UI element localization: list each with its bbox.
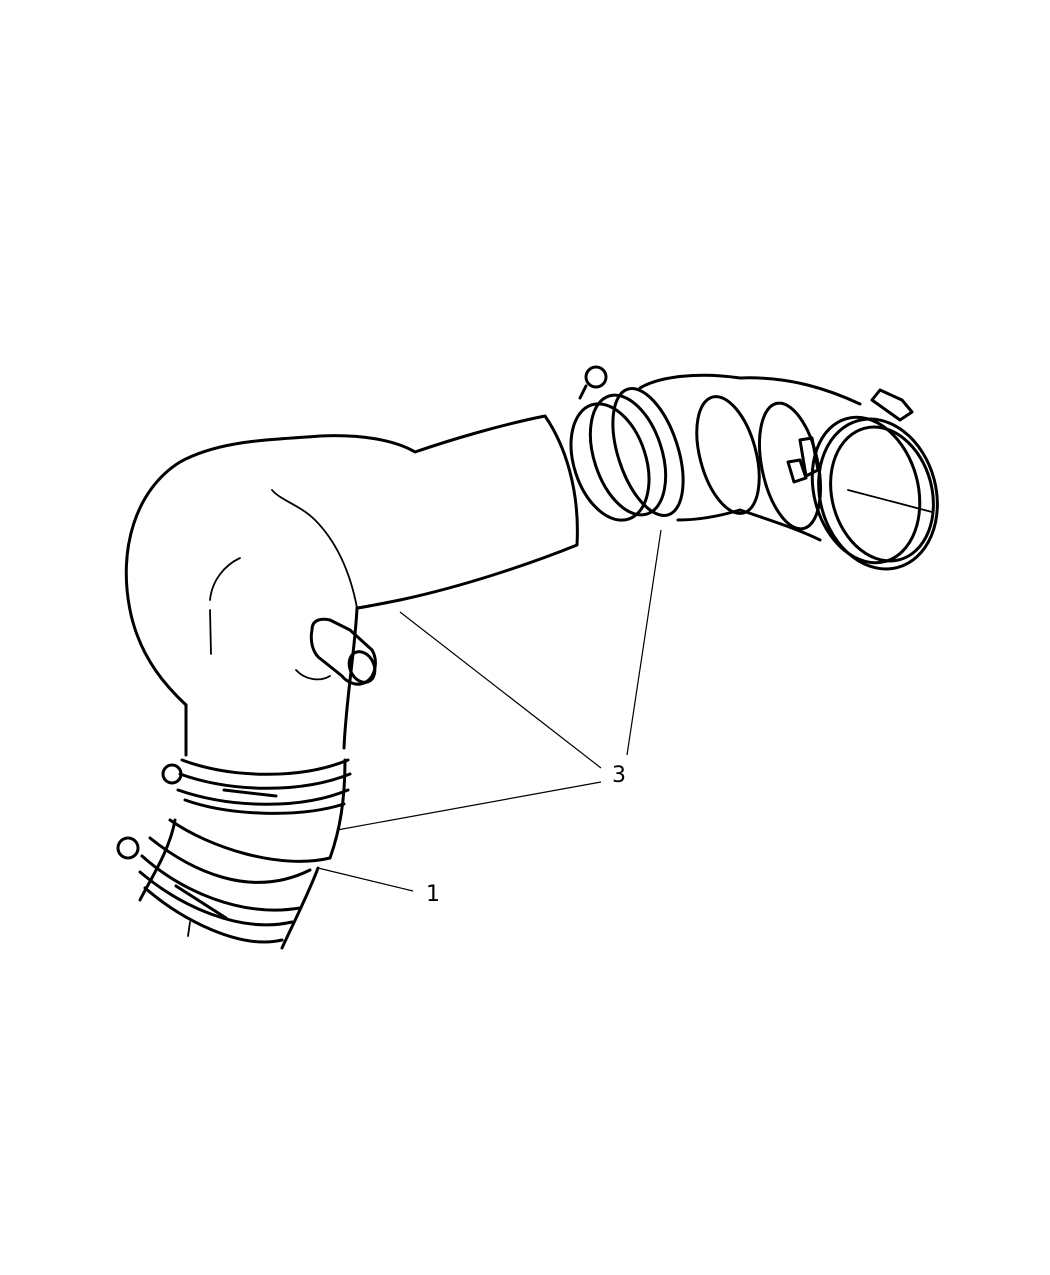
coupler-hose [138,758,347,902]
leader-line-3c [626,529,662,756]
air-inlet-elbow [124,414,579,757]
throttle-body-elbow [569,365,862,542]
leader-line-3b [336,781,602,831]
hose-clamp-upper [161,758,352,815]
leader-lines [317,529,662,892]
callout-label-3: 3 [612,763,626,788]
leader-line-1 [317,867,414,892]
throttle-body-ring [786,388,939,571]
hose-clamp-lower [116,836,320,950]
leader-line-3a [399,611,602,769]
callout-label-1: 1 [426,882,440,907]
vent-nipple [295,617,377,686]
